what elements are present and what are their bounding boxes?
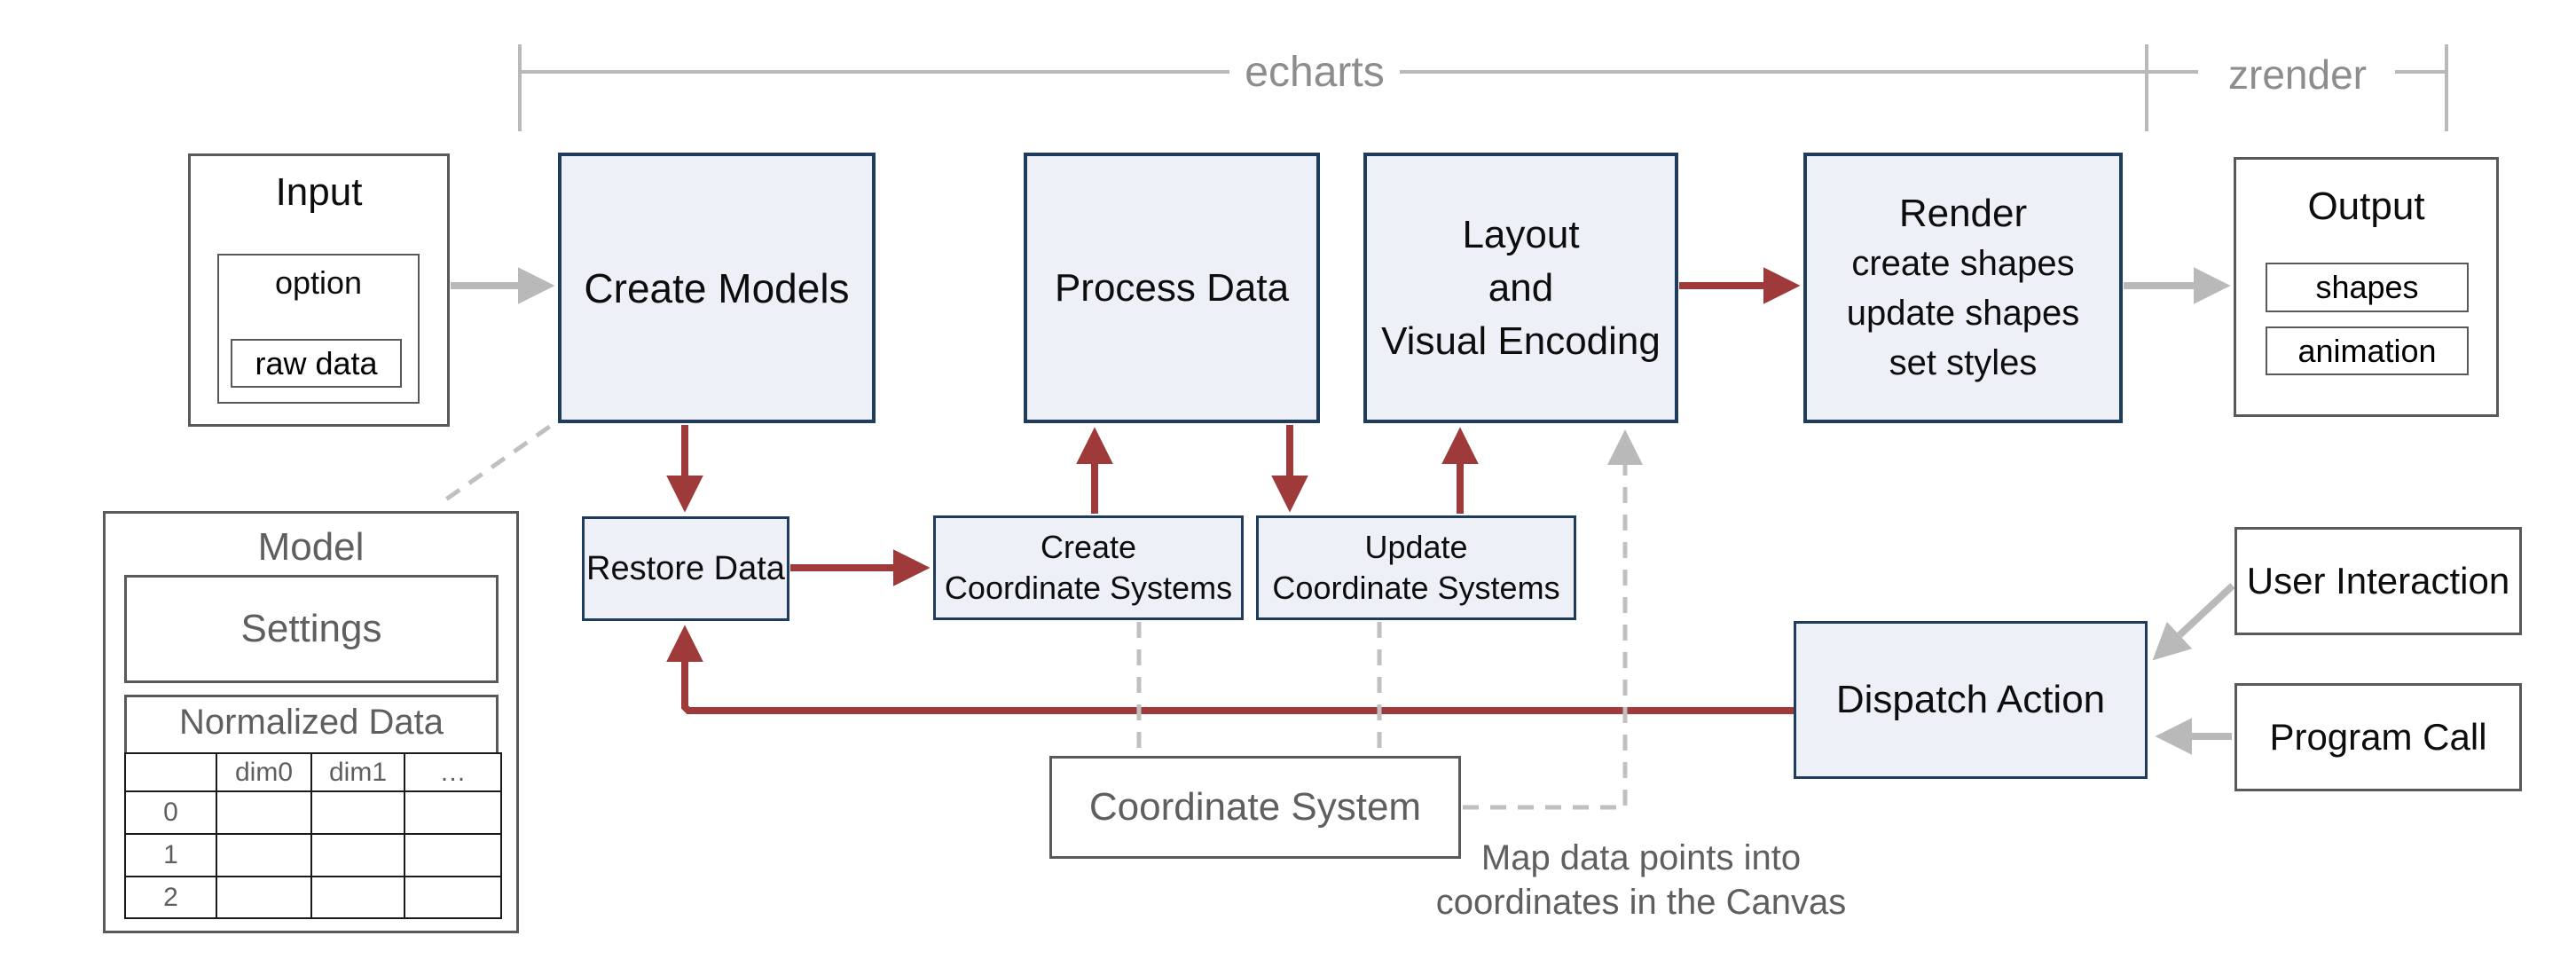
table-header-cell: dim1 [312, 754, 405, 792]
normalized-data-table: dim0 dim1 … 0 1 2 [124, 752, 502, 919]
table-row-label: 1 [126, 835, 217, 877]
update-coord-line1: Update [1364, 529, 1468, 565]
zrender-bracket-label: zrender [2228, 51, 2367, 98]
table-cell [217, 835, 312, 877]
layout-visual-encoding-node: Layout and Visual Encoding [1363, 153, 1678, 423]
render-title: Render [1898, 191, 2028, 235]
render-node: Render create shapes update shapes set s… [1803, 153, 2123, 423]
option-label: option [274, 264, 363, 301]
table-row-label: 2 [126, 877, 217, 917]
map-caption-line2: coordinates in the Canvas [1435, 883, 1847, 922]
create-coordinate-systems-node: Create Coordinate Systems [933, 515, 1244, 620]
render-line1: create shapes [1851, 243, 2075, 283]
table-header-cell: … [405, 754, 500, 792]
update-coord-line2: Coordinate Systems [1272, 570, 1560, 606]
coordinate-system-box: Coordinate System [1049, 756, 1461, 859]
model-title: Model [257, 525, 365, 569]
shapes-box: shapes [2266, 263, 2469, 312]
dash-create-models-to-model [439, 408, 574, 506]
create-coord-line1: Create [1040, 529, 1137, 565]
table-row-label: 0 [126, 792, 217, 835]
echarts-bracket-label: echarts [1245, 49, 1385, 96]
program-call-box: Program Call [2234, 683, 2522, 791]
table-cell [405, 877, 500, 917]
map-caption-line1: Map data points into [1480, 838, 1802, 877]
user-interaction-box: User Interaction [2234, 527, 2522, 635]
map-caption: Map data points into coordinates in the … [1402, 836, 1881, 924]
echarts-bracket [518, 44, 2448, 131]
table-cell [405, 792, 500, 835]
table-header-cell [126, 754, 217, 792]
create-models-node: Create Models [558, 153, 876, 423]
create-coord-line2: Coordinate Systems [944, 570, 1233, 606]
layout-line1: Layout [1462, 212, 1580, 256]
raw-data-box: raw data [231, 339, 402, 388]
arrow-user-interaction-to-dispatch [2152, 583, 2235, 661]
process-data-node: Process Data [1024, 153, 1320, 423]
table-cell [312, 877, 405, 917]
restore-data-node: Restore Data [582, 516, 789, 621]
table-cell [217, 877, 312, 917]
animation-box: animation [2266, 326, 2469, 375]
normalized-data-title: Normalized Data [179, 703, 444, 742]
table-cell [217, 792, 312, 835]
table-cell [405, 835, 500, 877]
table-cell [312, 835, 405, 877]
input-title: Input [275, 170, 363, 214]
output-title: Output [2307, 185, 2425, 228]
arrow-dispatch-to-restore [666, 625, 1794, 714]
layout-line3: Visual Encoding [1381, 318, 1661, 363]
settings-box: Settings [124, 575, 499, 683]
dispatch-action-node: Dispatch Action [1794, 621, 2148, 779]
layout-line2: and [1488, 265, 1554, 310]
table-cell [312, 792, 405, 835]
update-coordinate-systems-node: Update Coordinate Systems [1256, 515, 1576, 620]
render-line3: set styles [1889, 342, 2038, 382]
render-line2: update shapes [1846, 293, 2080, 333]
table-header-cell: dim0 [217, 754, 312, 792]
